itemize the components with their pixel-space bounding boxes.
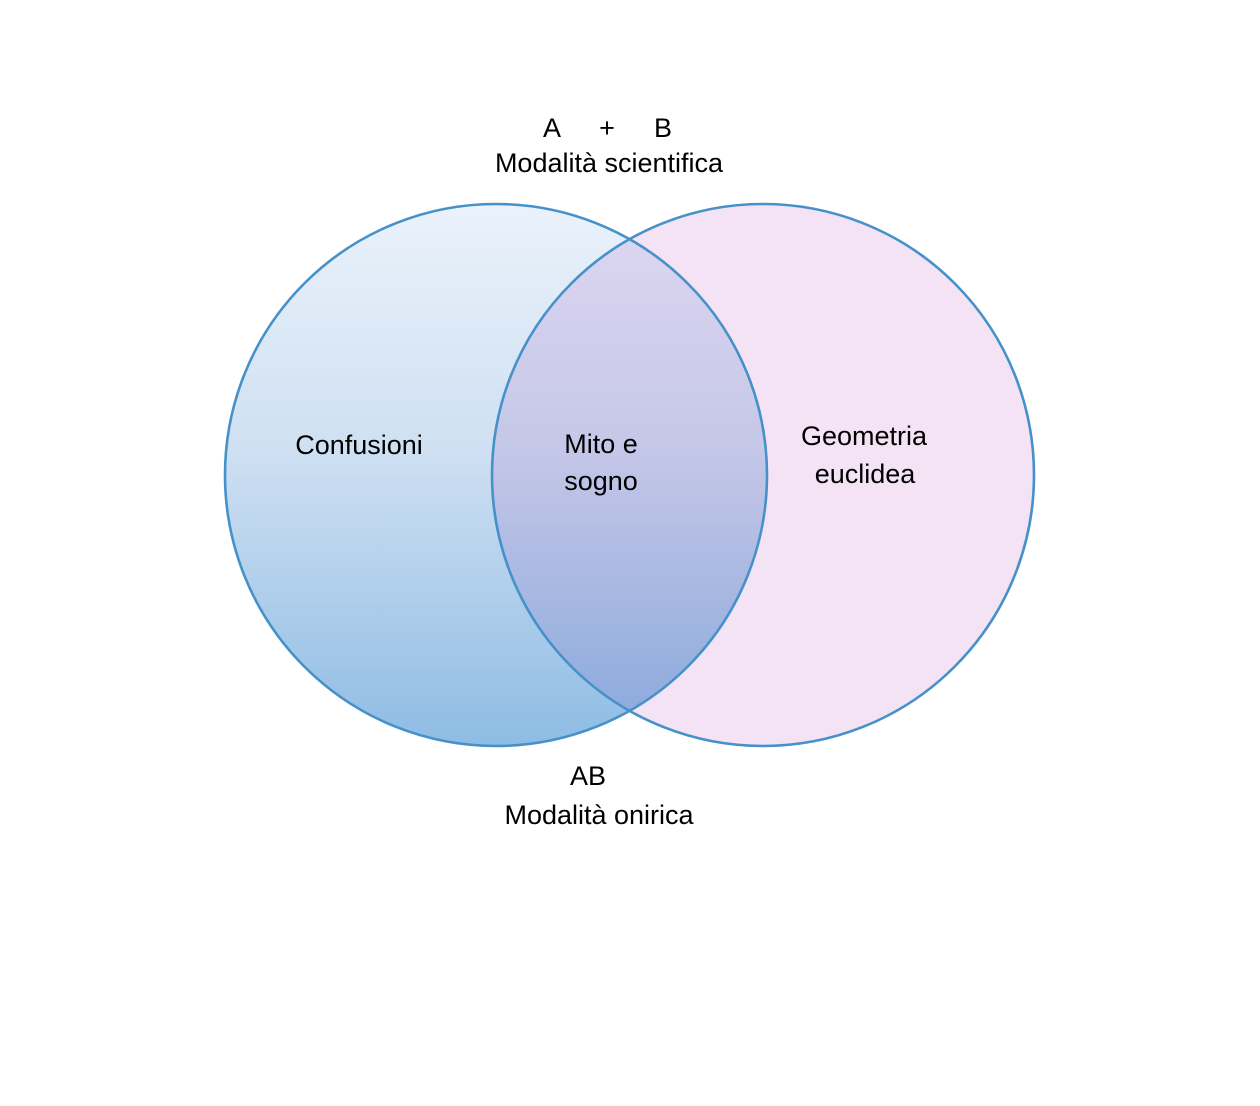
diagram-labels-group: A + B Modalità scientifica Confusioni Mi… — [295, 113, 928, 830]
intersection-label-line2: sogno — [564, 466, 638, 496]
top-caption-subtitle: Modalità scientifica — [495, 148, 724, 178]
intersection-label-line1: Mito e — [564, 429, 638, 459]
right-circle-label-line1: Geometria — [801, 421, 928, 451]
top-caption-plus-operator: + — [599, 113, 615, 143]
left-circle-outline — [223, 202, 769, 748]
top-caption-term-a: A — [543, 113, 561, 143]
bottom-caption-subtitle: Modalità onirica — [504, 800, 694, 830]
right-circle-outline — [490, 202, 1036, 748]
top-caption-term-b: B — [654, 113, 672, 143]
bottom-caption-term: AB — [570, 761, 606, 791]
left-circle-fill — [225, 204, 767, 746]
right-circle-label-line2: euclidea — [815, 459, 917, 489]
left-circle-label: Confusioni — [295, 430, 423, 460]
